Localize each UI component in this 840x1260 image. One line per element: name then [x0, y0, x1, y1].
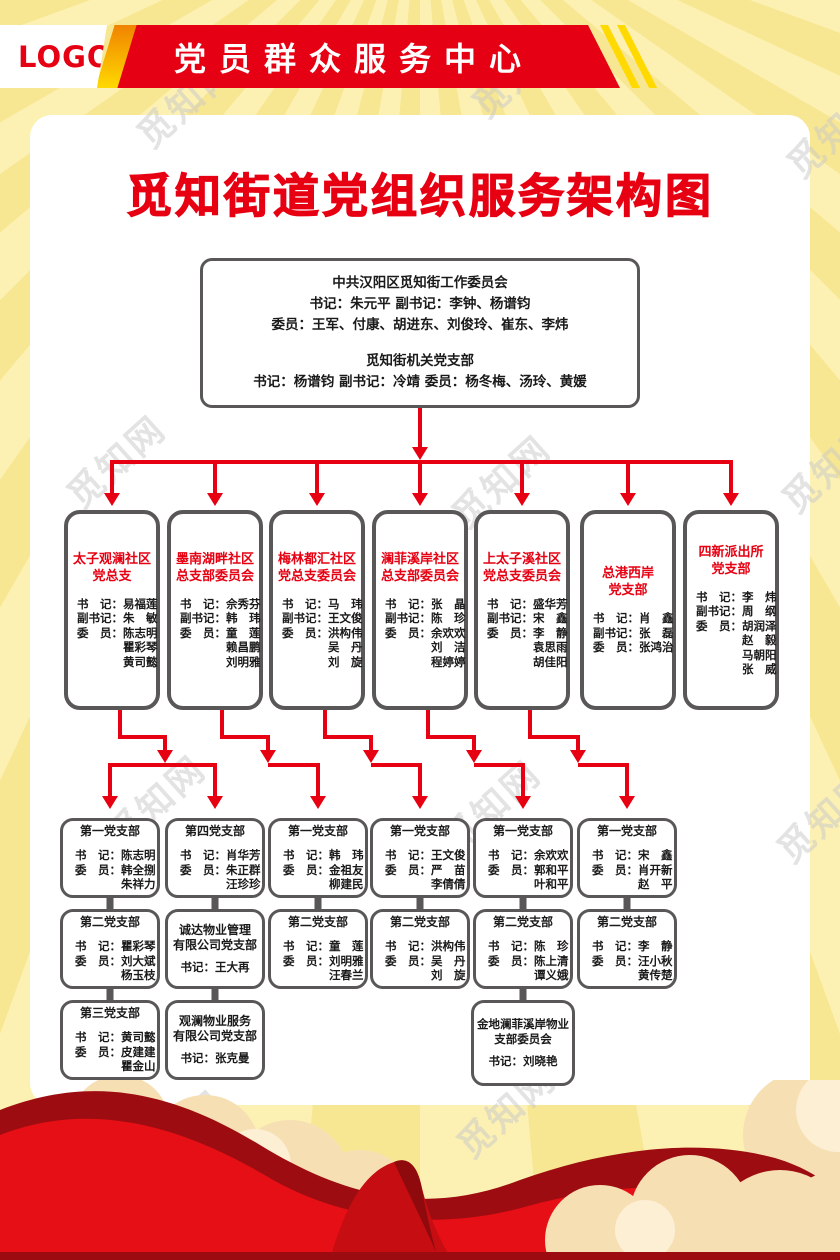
- box-title: 第一党支部: [79, 824, 140, 839]
- box-members: 书 记：余欢欢 委 员：郭和平 叶和平: [488, 848, 569, 892]
- org-level3-box-col6-row1: 第一党支部 书 记：宋 鑫 委 员：肖开新 赵 平: [577, 818, 677, 898]
- org-level2-box-taiziguanlan: 太子观澜社区 党总支 书 记：易福莲 副书记：朱 敏 委 员：陈志明 瞿彩琴 黄…: [64, 510, 160, 710]
- org-level3-box-col1-row2: 第二党支部 书 记：瞿彩琴 委 员：刘大斌 杨玉枝: [60, 909, 160, 989]
- box-title: 四新派出所 党支部: [698, 544, 764, 577]
- box-title: 澜菲溪岸社区 总支部委员会: [380, 551, 459, 584]
- org-level3-box-col4-row1: 第一党支部 书 记：王文俊 委 员：严 苗 李倩倩: [370, 818, 470, 898]
- box-title: 诚达物业管理 有限公司党支部: [172, 923, 257, 953]
- box-title: 梅林都汇社区 党总支委员会: [277, 551, 356, 584]
- box-title: 观澜物业服务 有限公司党支部: [172, 1014, 257, 1044]
- box-title: 第一党支部: [287, 824, 348, 839]
- box-title: 总港西岸 党支部: [601, 566, 654, 599]
- box-members: 书 记：盛华芳 副书记：宋 鑫 委 员：李 静 袁思雨 胡佳阳: [487, 596, 568, 669]
- box-title: 墨南湖畔社区 总支部委员会: [175, 551, 254, 584]
- box-title: 第一党支部: [389, 824, 450, 839]
- organ-branch-text: 觅知街机关党支部 书记：杨谱钧 副书记：冷靖 委员：杨冬梅、汤玲、黄媛: [253, 353, 587, 390]
- org-level3-box-col4-row2: 第二党支部 书 记：洪构伟 委 员：吴 丹 刘 旋: [370, 909, 470, 989]
- box-members: 书 记：李 炜 副书记：周 纲 委 员：胡润泽 赵 毅 马朝阳 张 威: [696, 589, 777, 677]
- cloud-decoration-front-highlight: [615, 1200, 675, 1260]
- org-level3-box-col3-row2: 第二党支部 书 记：童 莲 委 员：刘明雅 汪春兰: [268, 909, 368, 989]
- logo-text: LOGO: [18, 39, 113, 74]
- box-title: 金地澜菲溪岸物业 支部委员会: [477, 1017, 569, 1047]
- org-level2-box-meilinduhui: 梅林都汇社区 党总支委员会 书 记：马 玮 副书记：王文俊 委 员：洪构伟 吴 …: [269, 510, 365, 710]
- box-members: 书 记：王文俊 委 员：严 苗 李倩倩: [385, 848, 466, 892]
- org-level3-box-col5-row3: 金地澜菲溪岸物业 支部委员会 书记：刘晓艳: [471, 1000, 575, 1086]
- org-level2-box-monanhupan: 墨南湖畔社区 总支部委员会 书 记：佘秀芬 副书记：韩 玮 委 员：童 莲 赖昌…: [167, 510, 263, 710]
- cloud-decoration-front: [545, 1155, 840, 1260]
- box-members: 书 记：肖华芳 委 员：朱正群 汪珍珍: [180, 848, 261, 892]
- box-title: 第三党支部: [79, 1006, 140, 1021]
- box-title: 太子观澜社区 党总支: [72, 551, 151, 584]
- ribbon-wave-dark: [0, 1091, 840, 1260]
- org-level3-box-col2-row3: 观澜物业服务 有限公司党支部 书记：张克曼: [165, 1000, 265, 1080]
- box-members: 书 记：李 静 委 员：汪小秋 黄传楚: [592, 939, 673, 983]
- box-title: 第二党支部: [287, 915, 348, 930]
- org-level3-box-col1-row3: 第三党支部 书 记：黄司懿 委 员：皮建建 瞿金山: [60, 1000, 160, 1080]
- box-members: 书 记：瞿彩琴 委 员：刘大斌 杨玉枝: [75, 939, 156, 983]
- bottom-decoration: [0, 1080, 840, 1260]
- box-members: 书记：刘晓艳: [488, 1054, 558, 1069]
- box-members: 书 记：陈 珍 委 员：陈上清 谭义娥: [488, 939, 569, 983]
- ribbon-bottom-strip: [0, 1252, 840, 1260]
- box-title: 上太子溪社区 党总支委员会: [482, 551, 561, 584]
- box-members: 书 记：陈志明 委 员：韩全捌 朱祥力: [75, 848, 156, 892]
- box-members: 书 记：洪构伟 委 员：吴 丹 刘 旋: [385, 939, 466, 983]
- logo: LOGO: [0, 25, 113, 88]
- org-level3-box-col6-row2: 第二党支部 书 记：李 静 委 员：汪小秋 黄传楚: [577, 909, 677, 989]
- box-members: 书 记：韩 玮 委 员：金祖友 柳建民: [283, 848, 364, 892]
- box-members: 书 记：黄司懿 委 员：皮建建 瞿金山: [75, 1030, 156, 1074]
- org-root-box: 中共汉阳区觅知街工作委员会 书记：朱元平 副书记：李钟、杨谱钧 委员：王军、付康…: [200, 258, 640, 408]
- box-members: 书记：王大再: [180, 960, 250, 975]
- org-level3-box-col2-row1: 第四党支部 书 记：肖华芳 委 员：朱正群 汪珍珍: [165, 818, 265, 898]
- box-title: 第四党支部: [184, 824, 245, 839]
- org-level2-box-sixinpaichusuo: 四新派出所 党支部 书 记：李 炜 副书记：周 纲 委 员：胡润泽 赵 毅 马朝…: [683, 510, 779, 710]
- org-level3-box-col2-row2: 诚达物业管理 有限公司党支部 书记：王大再: [165, 909, 265, 989]
- cloud-decoration-back: [0, 1080, 840, 1260]
- banner-title: 党员群众服务中心: [173, 39, 534, 78]
- box-members: 书 记：佘秀芬 副书记：韩 玮 委 员：童 莲 赖昌鹏 刘明雅: [180, 596, 261, 669]
- box-members: 书 记：宋 鑫 委 员：肖开新 赵 平: [592, 848, 673, 892]
- box-title: 第二党支部: [389, 915, 450, 930]
- org-level3-box-col1-row1: 第一党支部 书 记：陈志明 委 员：韩全捌 朱祥力: [60, 818, 160, 898]
- box-title: 第二党支部: [596, 915, 657, 930]
- org-level2-box-shangtaizixi: 上太子溪社区 党总支委员会 书 记：盛华芳 副书记：宋 鑫 委 员：李 静 袁思…: [474, 510, 570, 710]
- ribbon-wave-bright: [0, 1118, 840, 1260]
- box-title: 第一党支部: [596, 824, 657, 839]
- org-level2-box-lanfeixian: 澜菲溪岸社区 总支部委员会 书 记：张 晶 副书记：陈 珍 委 员：余欢欢 刘 …: [372, 510, 468, 710]
- box-members: 书记：张克曼: [180, 1051, 250, 1066]
- org-level3-box-col5-row2: 第二党支部 书 记：陈 珍 委 员：陈上清 谭义娥: [473, 909, 573, 989]
- org-level2-box-zonggangxian: 总港西岸 党支部 书 记：肖 鑫 副书记：张 磊 委 员：张鸿治: [580, 510, 676, 710]
- ribbon-fold-shadow: [394, 1160, 436, 1252]
- box-title: 第一党支部: [492, 824, 553, 839]
- ribbon-fold: [330, 1160, 452, 1260]
- org-level3-box-col5-row1: 第一党支部 书 记：余欢欢 委 员：郭和平 叶和平: [473, 818, 573, 898]
- org-level3-box-col3-row1: 第一党支部 书 记：韩 玮 委 员：金祖友 柳建民: [268, 818, 368, 898]
- box-title: 第二党支部: [79, 915, 140, 930]
- box-members: 书 记：马 玮 副书记：王文俊 委 员：洪构伟 吴 丹 刘 旋: [282, 596, 363, 669]
- box-members: 书 记：肖 鑫 副书记：张 磊 委 员：张鸿治: [593, 611, 674, 655]
- box-title: 第二党支部: [492, 915, 553, 930]
- box-members: 书 记：童 莲 委 员：刘明雅 汪春兰: [283, 939, 364, 983]
- box-members: 书 记：张 晶 副书记：陈 珍 委 员：余欢欢 刘 洁 程婷婷: [385, 596, 466, 669]
- header-banner: 党员群众服务中心: [105, 25, 620, 88]
- box-members: 书 记：易福莲 副书记：朱 敏 委 员：陈志明 瞿彩琴 黄司懿: [77, 596, 158, 669]
- work-committee-text: 中共汉阳区觅知街工作委员会 书记：朱元平 副书记：李钟、杨谱钧 委员：王军、付康…: [271, 275, 569, 333]
- page-title: 觅知街道党组织服务架构图: [125, 168, 714, 223]
